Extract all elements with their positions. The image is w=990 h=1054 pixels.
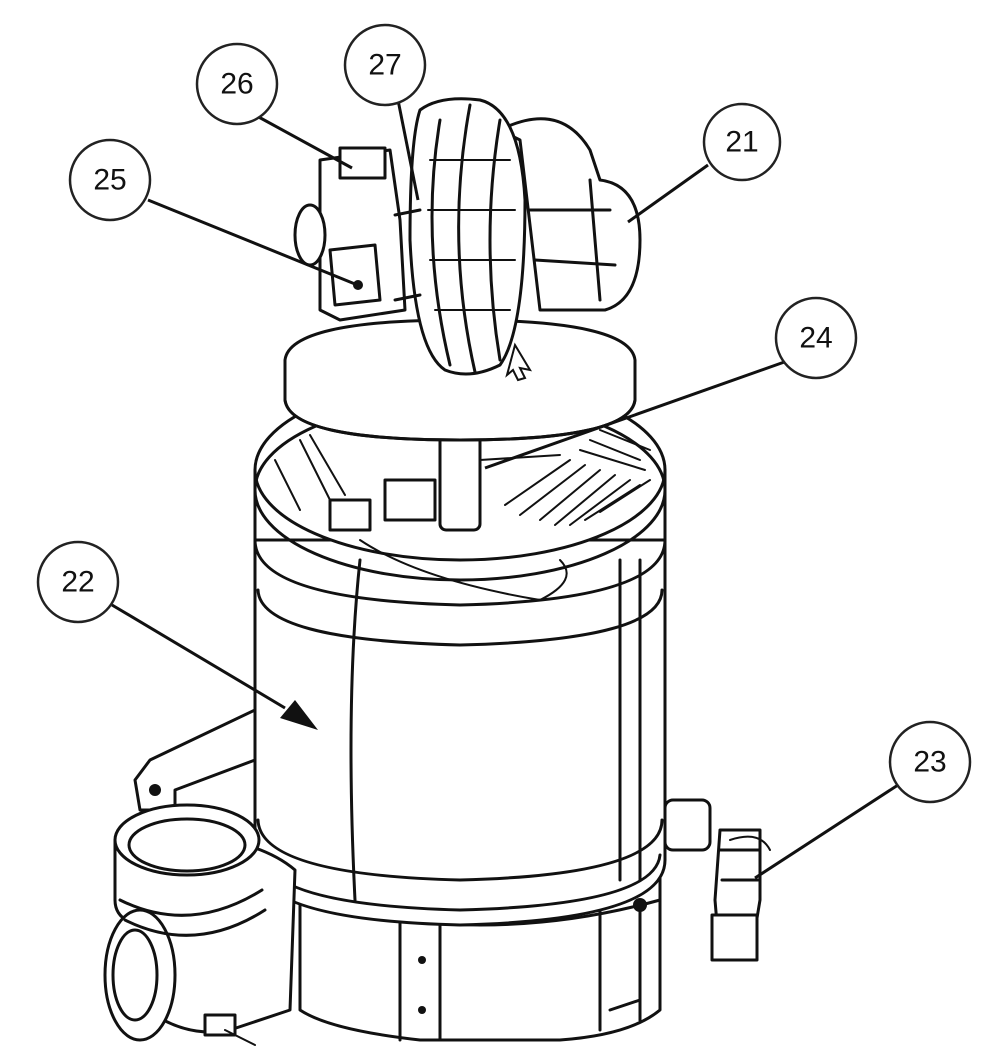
callout-26-text: 26 (220, 68, 253, 101)
leader-24 (484, 358, 791, 470)
callout-22: 22 (36, 540, 120, 624)
callout-24-text: 24 (799, 322, 832, 355)
heat-exchanger-cylinder (253, 538, 667, 927)
drain-fitting (663, 798, 771, 962)
top-plate (283, 318, 637, 442)
callout-26: 26 (195, 42, 279, 126)
leader-25 (147, 198, 356, 286)
callout-24: 24 (774, 296, 858, 380)
arrowhead-22 (280, 700, 318, 730)
callout-21-text: 21 (725, 126, 758, 159)
callout-27: 27 (343, 23, 427, 107)
leader-22 (111, 603, 286, 710)
leader-26 (254, 113, 353, 170)
leader-27 (396, 99, 420, 201)
callout-22-text: 22 (61, 566, 94, 599)
leader-23 (754, 783, 899, 880)
callout-23: 23 (888, 720, 972, 804)
leader-lines (111, 99, 899, 880)
flue-elbow (103, 803, 297, 1046)
callout-21: 21 (702, 102, 782, 182)
callout-27-text: 27 (368, 49, 401, 82)
callout-25-text: 25 (93, 164, 126, 197)
leader-21 (627, 163, 709, 224)
callout-23-text: 23 (913, 746, 946, 779)
fan-assembly (293, 97, 642, 382)
callout-25: 25 (68, 138, 152, 222)
